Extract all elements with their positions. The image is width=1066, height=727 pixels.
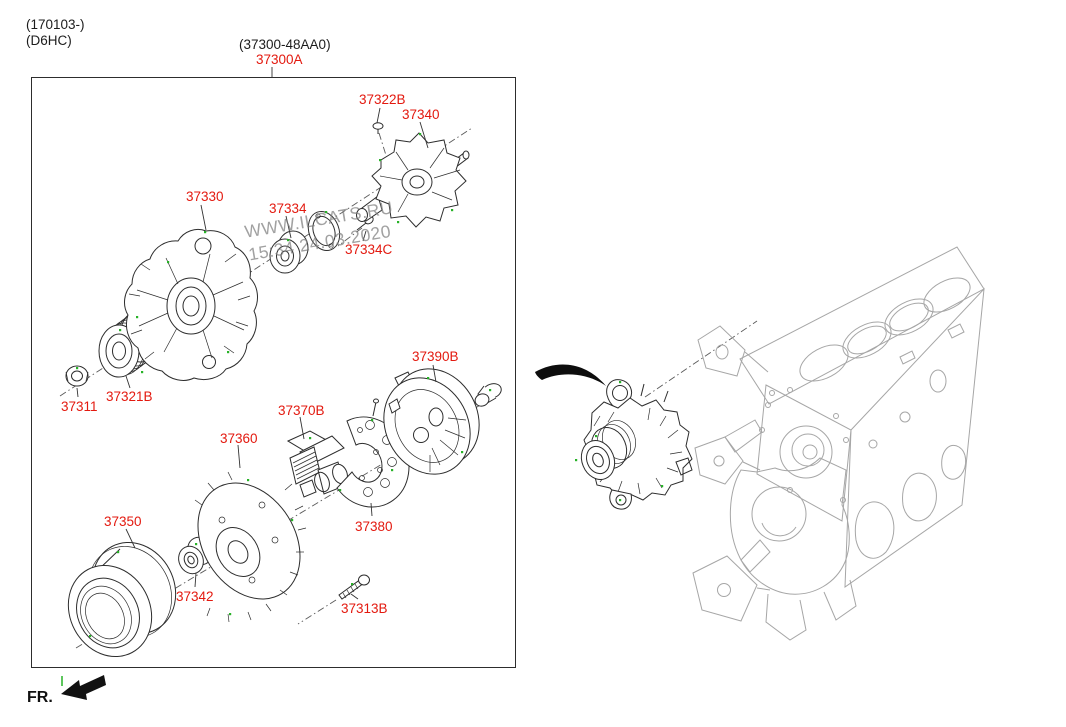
engine-code-label: (D6HC) (26, 33, 72, 48)
part-label-37390B[interactable]: 37390B (412, 349, 459, 364)
part-label-37313B[interactable]: 37313B (341, 601, 388, 616)
front-direction-arrow (61, 675, 106, 700)
part-label-37330[interactable]: 37330 (186, 189, 224, 204)
part-label-37350[interactable]: 37350 (104, 514, 142, 529)
part-label-37340[interactable]: 37340 (402, 107, 440, 122)
rear-cap-plug-drawing[interactable] (473, 381, 503, 408)
part-label-37311[interactable]: 37311 (61, 399, 98, 414)
part-label-37321B[interactable]: 37321B (106, 389, 153, 404)
assembly-code-label: (37300-48AA0) (239, 37, 331, 52)
part-drawing-37340[interactable] (356, 132, 470, 228)
part-label-37380[interactable]: 37380 (355, 519, 393, 534)
part-label-37322B[interactable]: 37322B (359, 92, 406, 107)
front-direction-label: FR. (27, 689, 53, 706)
alternator-assembled-view[interactable] (576, 379, 693, 510)
part-drawing-37370B[interactable] (286, 430, 350, 498)
part-drawing-37330[interactable] (124, 228, 258, 381)
leader-lines (76, 107, 437, 600)
part-label-37300A[interactable]: 37300A (256, 52, 303, 67)
date-code-label: (170103-) (26, 17, 85, 32)
engine-block-illustration (692, 246, 985, 641)
part-drawing-37350[interactable] (53, 528, 192, 672)
part-drawing-37390B[interactable] (367, 354, 495, 490)
part-drawing-37322B[interactable] (372, 122, 384, 134)
part-label-37334C[interactable]: 37334C (345, 242, 393, 257)
hotspot-dots (76, 133, 664, 638)
direction-swoosh-arrow (535, 364, 606, 386)
part-label-37360[interactable]: 37360 (220, 431, 258, 446)
part-label-37334[interactable]: 37334 (269, 201, 307, 216)
part-drawing-37313B[interactable] (338, 574, 370, 600)
part-label-37370B[interactable]: 37370B (278, 403, 325, 418)
part-label-37342[interactable]: 37342 (176, 589, 214, 604)
diagram-frame (31, 77, 516, 668)
part-drawing-37360[interactable] (177, 464, 321, 623)
part-drawing-37311[interactable] (65, 365, 89, 387)
bearing-retainer-plate-drawing[interactable] (303, 207, 345, 255)
part-drawing-37334[interactable] (269, 230, 309, 274)
